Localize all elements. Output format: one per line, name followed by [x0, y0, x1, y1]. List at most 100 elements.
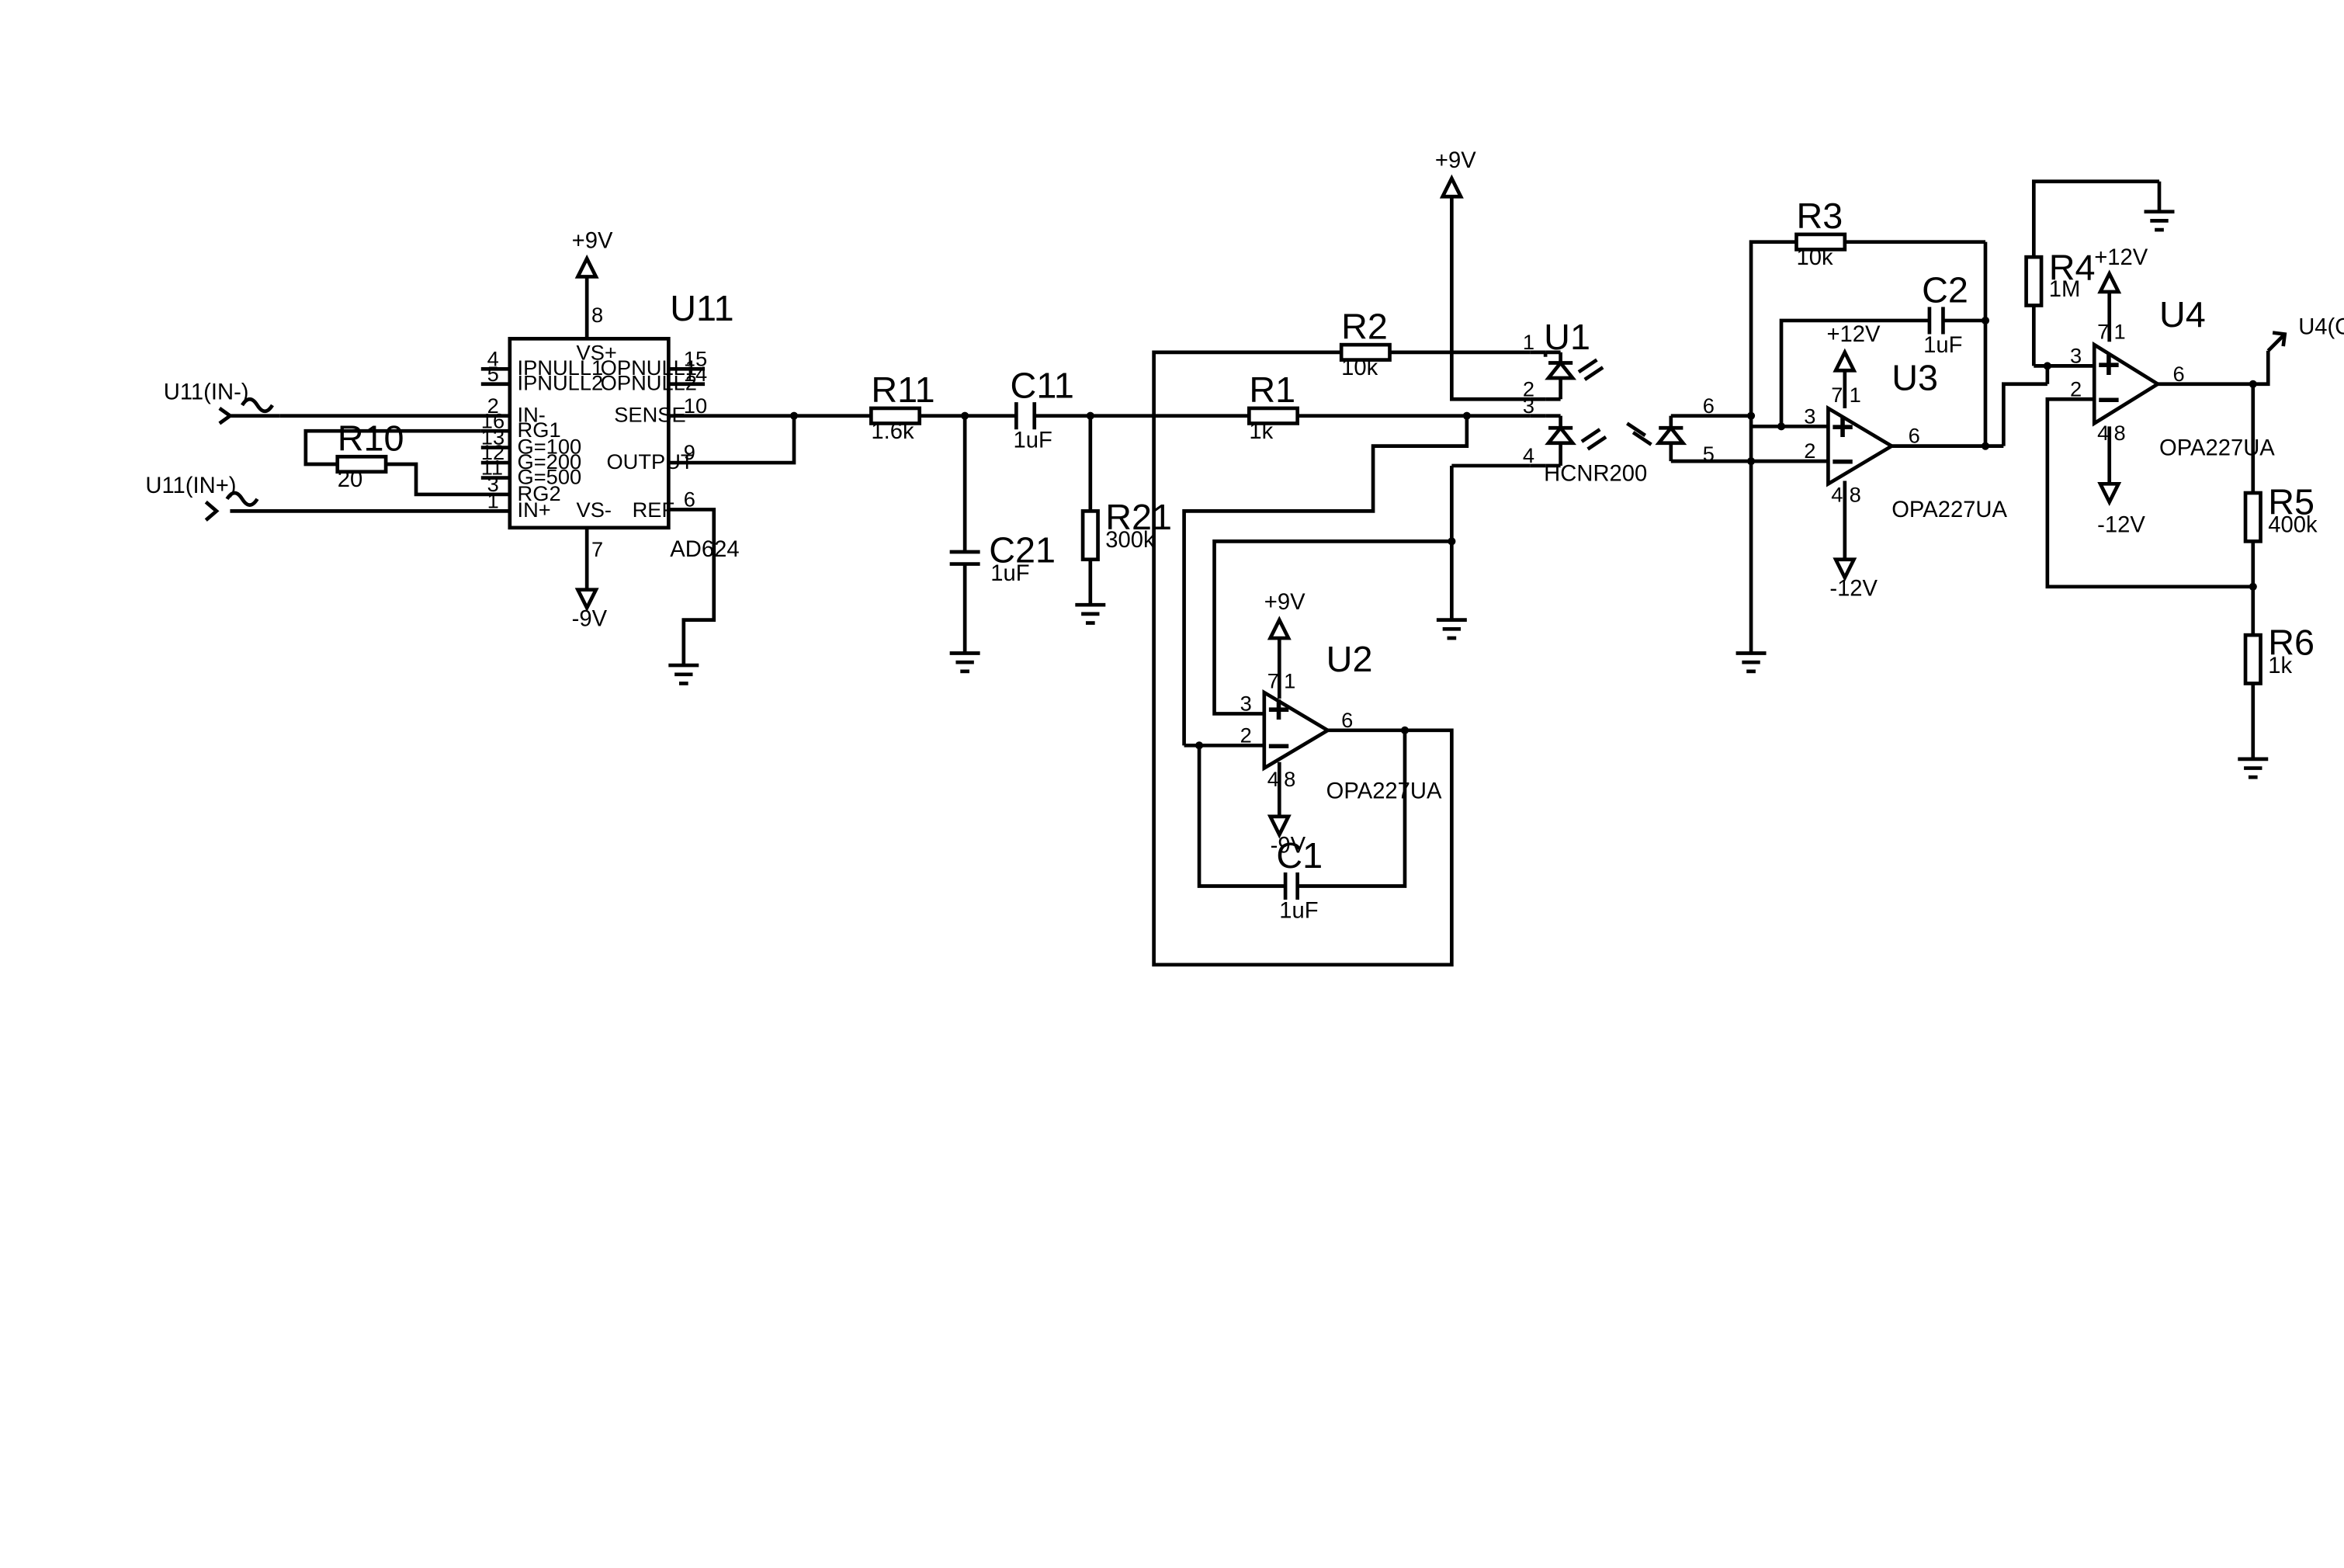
ground-icon — [668, 663, 699, 685]
output-label: U4(OUT) — [2298, 314, 2344, 339]
value-label: 1uF — [1923, 333, 1962, 358]
resistor-r2: R2 10k — [1339, 306, 1392, 380]
pin-name: OUTPUT — [606, 449, 693, 474]
input-in-pos: U11(IN+) — [145, 474, 259, 522]
junction — [2249, 380, 2257, 388]
pin-number: 8 — [1284, 767, 1295, 791]
resistor-r6: R6 1k — [2243, 622, 2315, 685]
junction — [1195, 741, 1204, 750]
pin-number: 8 — [591, 303, 603, 327]
ref-label: R2 — [1341, 306, 1388, 346]
pin-number: 4 — [487, 346, 499, 370]
resistor-r21: R21 300k — [1080, 497, 1172, 562]
optocoupler-u1: U1 HCNR200 1 2 3 4 6 5 — [1523, 317, 1715, 486]
value-label: 1uF — [990, 561, 1029, 586]
pin-number: 6 — [2173, 362, 2185, 386]
pin-number: 7 — [2097, 319, 2109, 343]
pin-number: 6 — [1341, 708, 1353, 732]
ref-label: U4 — [2159, 294, 2206, 335]
pin-number: 5 — [487, 362, 499, 386]
plus-sign: + — [1267, 687, 1291, 731]
value-label: 10k — [1341, 356, 1378, 380]
resistor-r11: R11 1.6k — [869, 369, 935, 444]
pin-name: RG1 — [518, 418, 561, 442]
ref-label: U1 — [1544, 317, 1590, 357]
pin-number: 3 — [1523, 394, 1534, 418]
pin-number: 8 — [2114, 421, 2126, 445]
supply-label: +9V — [572, 228, 613, 253]
supply-label: -9V — [1271, 834, 1306, 859]
resistor-r1: R1 1k — [1247, 369, 1300, 444]
resistor-r3: R3 10k — [1794, 196, 1847, 270]
pin-number: 1 — [487, 489, 499, 513]
ref-label: C11 — [1011, 365, 1074, 405]
pin-number: 8 — [1850, 483, 1861, 507]
part-label: OPA227UA — [2159, 435, 2275, 460]
value-label: 1k — [1249, 419, 1273, 444]
pin-number: 11 — [481, 456, 503, 480]
ic-u11-left-pins: 4 IPNULL1 5 IPNULL2 2 IN- 16 RG1 13 G=10… — [480, 346, 603, 522]
pin-name: IN+ — [518, 498, 551, 522]
supply-u11-pos: +9V — [572, 228, 613, 279]
pin-number: 4 — [2097, 421, 2109, 445]
value-label: 400k — [2268, 513, 2318, 538]
pin-number: 10 — [684, 394, 707, 418]
ref-label: R4 — [2049, 247, 2096, 287]
supply-u2-neg: -9V — [1267, 814, 1306, 859]
pin-number: 3 — [2070, 344, 2082, 368]
pin-name: REF — [633, 498, 675, 522]
supply-u3-neg: -12V — [1829, 557, 1878, 601]
minus-sign: − — [2097, 377, 2120, 421]
capacitor-c11: C11 1uF — [1011, 365, 1074, 453]
pin-name: VS- — [577, 498, 612, 522]
resistor-r5: R5 400k — [2243, 481, 2318, 543]
pin-number: 1 — [1523, 330, 1534, 354]
wires — [230, 179, 2270, 967]
supply-u1-pos: +9V — [1435, 148, 1476, 199]
junction — [1400, 726, 1410, 734]
ref-label: R10 — [338, 418, 404, 458]
pin-number: 3 — [1240, 692, 1252, 716]
capacitor-c21: C21 1uF — [949, 530, 1056, 586]
value-label: 20 — [338, 467, 362, 492]
ref-label: R6 — [2268, 622, 2315, 662]
ref-label: R21 — [1105, 497, 1172, 537]
pin-number: 5 — [1703, 442, 1715, 466]
resistor-r4: R4 1M — [2024, 247, 2096, 307]
input-label-in-pos: U11(IN+) — [145, 474, 236, 498]
pin-number: 14 — [684, 362, 707, 386]
pin-number: 6 — [1909, 424, 1920, 448]
supply-label: +12V — [2094, 245, 2148, 270]
pin-number: 12 — [481, 440, 505, 464]
minus-sign: − — [1831, 439, 1854, 484]
junction — [1746, 457, 1756, 466]
value-label: 1uF — [1279, 898, 1318, 923]
supply-u11-neg: -9V — [572, 588, 608, 631]
input-label-in-neg: U11(IN-) — [164, 380, 249, 404]
ref-label: R1 — [1249, 369, 1295, 410]
pin-name: OPNULL1 — [601, 356, 697, 380]
resistor-r10: R10 20 — [335, 418, 404, 492]
supply-u4-neg: -12V — [2097, 481, 2145, 538]
pin-number: 2 — [2070, 376, 2082, 401]
plus-sign: + — [2097, 342, 2120, 387]
supply-label: -12V — [2097, 513, 2145, 538]
plus-sign: + — [1831, 404, 1854, 449]
minus-sign: − — [1267, 723, 1291, 768]
ref-label: R11 — [871, 369, 934, 410]
junction — [1462, 411, 1471, 420]
pin-number: 2 — [1804, 439, 1815, 463]
junction — [2249, 582, 2257, 591]
supply-u2-pos: +9V — [1264, 590, 1305, 640]
pin-number: 1 — [2114, 319, 2126, 343]
value-label: 1M — [2049, 277, 2081, 302]
pin-number: 2 — [1240, 723, 1252, 747]
pin-number: 13 — [481, 425, 505, 449]
junction — [1746, 411, 1756, 420]
pin-number: 7 — [1831, 383, 1843, 407]
pin-name: OPNULL2 — [601, 371, 697, 395]
value-label: 10k — [1796, 245, 1833, 270]
junction — [1981, 316, 1990, 325]
ic-u11-ref: U11 — [670, 288, 733, 328]
